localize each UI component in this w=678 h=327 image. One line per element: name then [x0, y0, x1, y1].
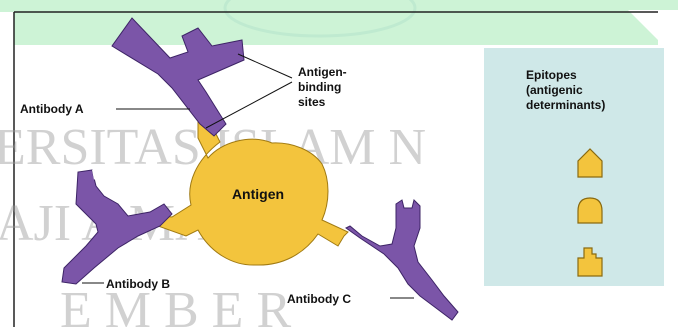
antigen-label: Antigen	[232, 186, 284, 202]
dome-epitope-icon	[578, 198, 602, 223]
binding-sites-label: Antigen- binding sites	[298, 65, 347, 109]
top-band	[0, 0, 678, 45]
antibody-c-label: Antibody C	[287, 292, 351, 306]
watermark-line-3: E M B E R	[60, 282, 291, 327]
antibody-b-label: Antibody B	[106, 277, 170, 291]
epitopes-title-line-1: Epitopes	[526, 68, 577, 82]
epitopes-title-line-3: determinants)	[526, 98, 605, 112]
antibody-c-body	[346, 200, 458, 320]
antibody-c	[346, 200, 458, 320]
antibody-a-label: Antibody A	[20, 102, 84, 116]
epitopes-title-line-2: (antigenic	[526, 83, 583, 97]
binding-sites-line-1: Antigen-	[298, 65, 347, 79]
binding-sites-line-2: binding	[298, 80, 341, 94]
leader-binding-1	[238, 54, 292, 78]
binding-sites-line-3: sites	[298, 95, 326, 109]
